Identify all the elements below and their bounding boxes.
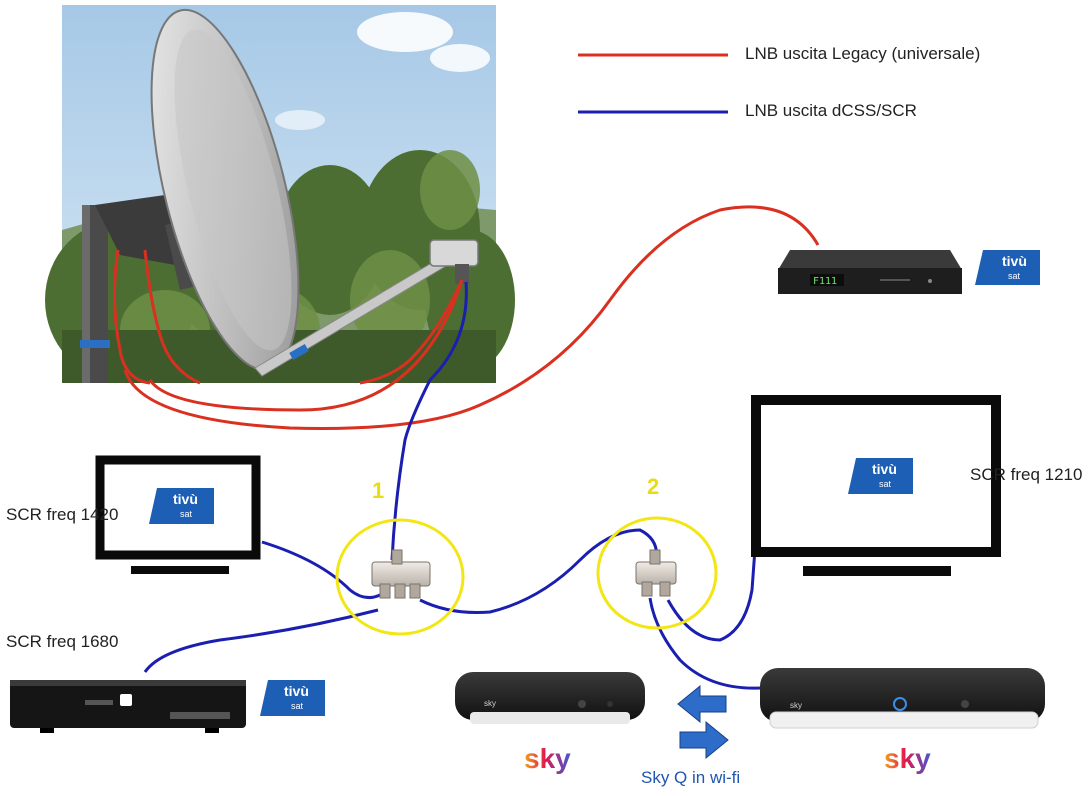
tivusat-receiver: F111: [778, 250, 962, 294]
tv-left: [95, 455, 261, 574]
decoder-left: [10, 680, 246, 733]
tv-left-freq-label: SCR freq 1420: [6, 505, 119, 524]
dish-photo: [45, 5, 515, 385]
svg-text:tivù: tivù: [284, 683, 309, 699]
svg-text:tivù: tivù: [173, 491, 198, 507]
splitter-1-number: 1: [372, 478, 385, 503]
svg-text:tivù: tivù: [872, 461, 897, 477]
svg-text:F111: F111: [813, 276, 837, 287]
svg-text:sat: sat: [291, 701, 304, 711]
tv-right-freq-label: SCR freq 1210: [970, 465, 1083, 484]
splitter-1-highlight: [335, 518, 465, 636]
tivusat-logo-tv-right: tivù sat: [848, 458, 913, 494]
dcss-cables: [143, 281, 761, 690]
splitter-2-highlight: [596, 516, 718, 630]
tivusat-logo-receiver: tivù sat: [975, 250, 1040, 285]
legend-dcss-label: LNB uscita dCSS/SCR: [745, 101, 917, 120]
sky-logo-main: sky: [884, 743, 931, 774]
sky-logo-mini: sky: [524, 743, 571, 774]
svg-text:sat: sat: [1008, 271, 1021, 281]
sky-box-mini-label: sky: [484, 699, 496, 708]
legend-legacy-label: LNB uscita Legacy (universale): [745, 44, 981, 63]
svg-text:sat: sat: [180, 509, 193, 519]
legend: [578, 53, 728, 114]
splitter-2-number: 2: [647, 474, 660, 499]
arrow-left-icon: [677, 684, 727, 724]
tivusat-logo-decoder: tivù sat: [260, 680, 325, 716]
svg-text:sat: sat: [879, 479, 892, 489]
decoder-freq-label: SCR freq 1680: [6, 632, 119, 651]
tivusat-logo-tv-left: tivù sat: [149, 488, 214, 524]
sky-q-main: [760, 668, 1045, 729]
wifi-arrows: [677, 684, 729, 760]
svg-text:tivù: tivù: [1002, 253, 1027, 269]
splitter-2: [596, 516, 718, 630]
arrow-right-icon: [679, 720, 729, 760]
skyq-wifi-label: Sky Q in wi-fi: [641, 768, 741, 787]
splitter-1: [335, 518, 465, 636]
legacy-cables: [123, 205, 820, 431]
sky-q-mini: [455, 672, 645, 724]
sky-box-main-label: sky: [790, 701, 802, 710]
